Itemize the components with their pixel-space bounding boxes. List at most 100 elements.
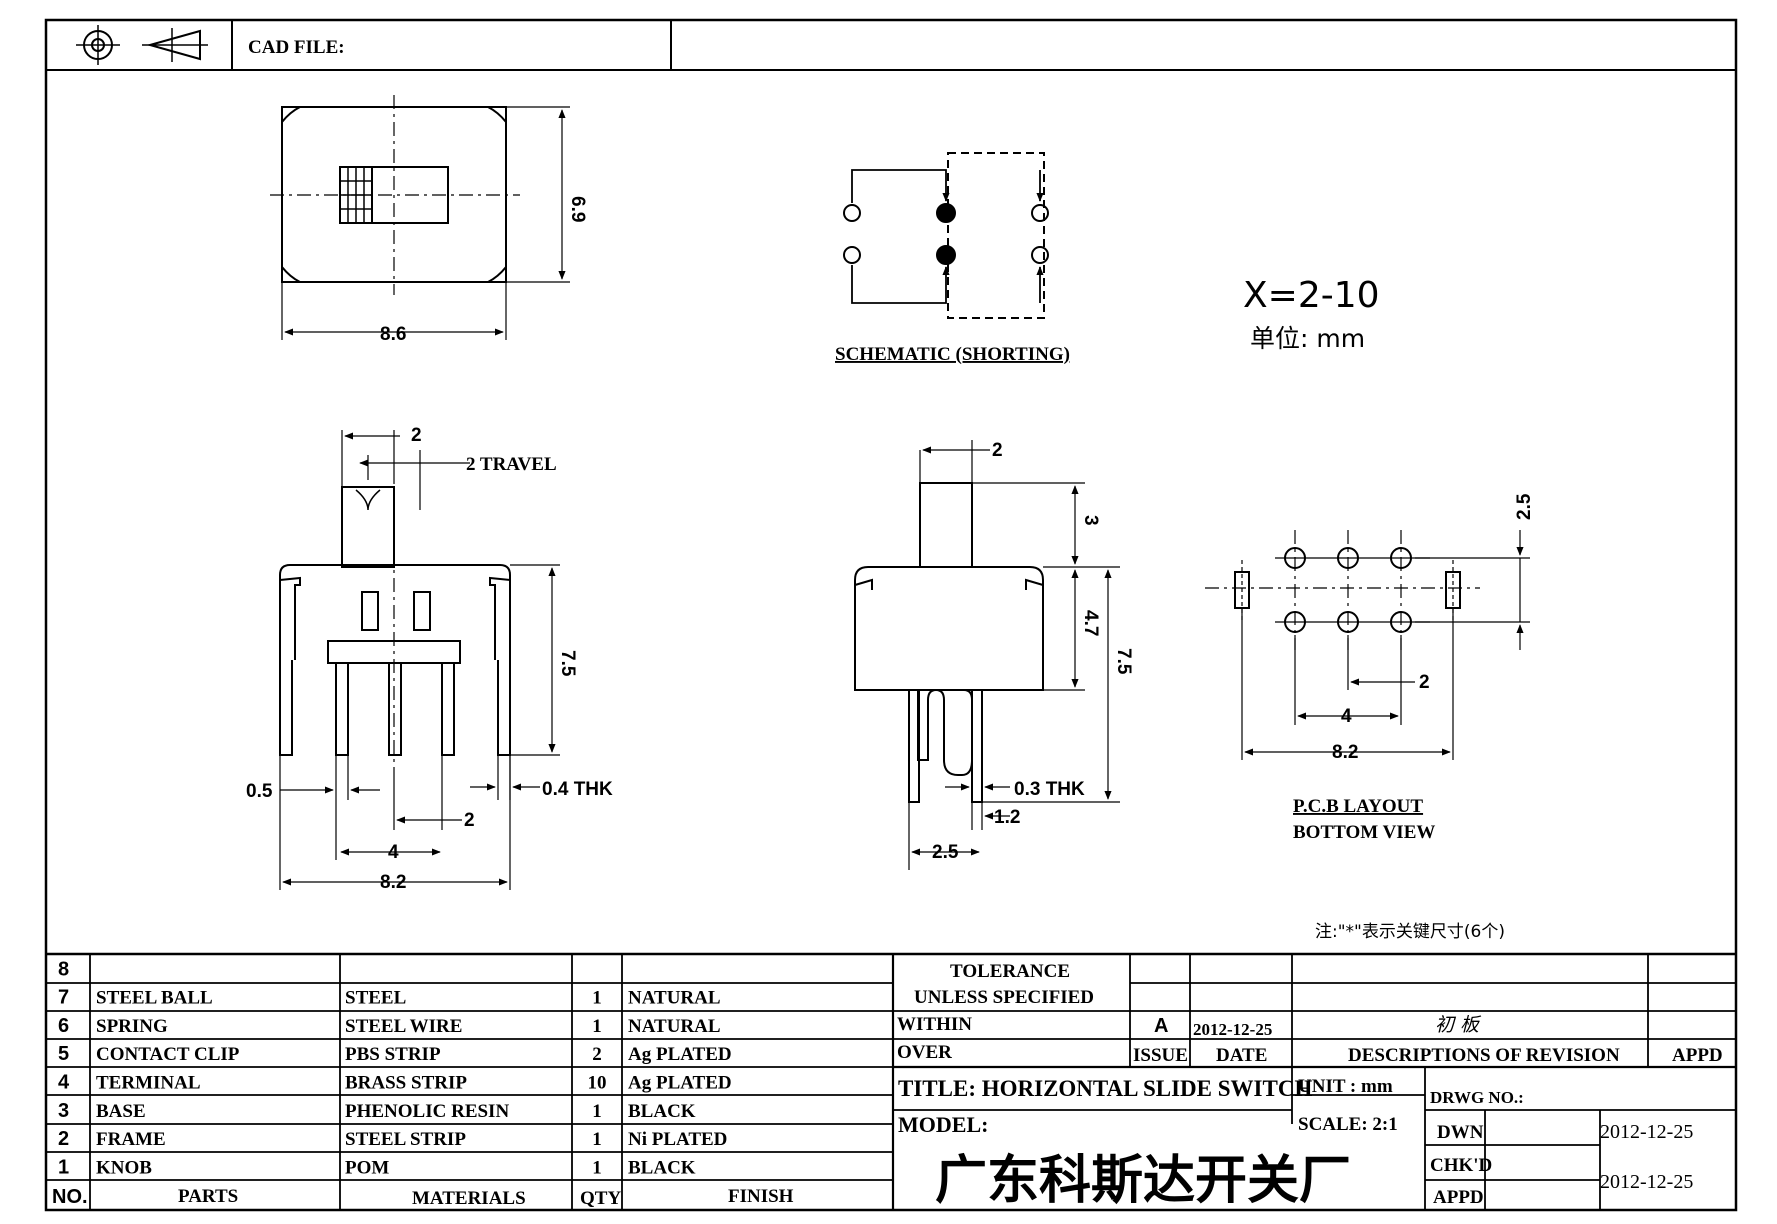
bom-cell-finish: NATURAL (628, 1016, 721, 1037)
dim-top-width: 8.6 (380, 324, 406, 345)
bom-cell-material: POM (345, 1157, 389, 1178)
dim-knob-width: 2 (411, 425, 422, 446)
bom-cell-material: PBS STRIP (345, 1044, 441, 1065)
revision-description: 初 板 (1435, 1014, 1482, 1036)
model-label: MODEL: (898, 1112, 988, 1137)
dim-thickness-side: 0.3 THK (1014, 779, 1085, 800)
title-block-grid (893, 954, 1736, 1210)
scale-label: SCALE: 2:1 (1298, 1114, 1398, 1135)
bom-cell-finish: BLACK (628, 1101, 696, 1122)
descriptions-label: DESCRIPTIONS OF REVISION (1348, 1045, 1620, 1066)
pcb-title: P.C.B LAYOUT (1293, 796, 1423, 817)
dim-pin-span: 4 (388, 842, 399, 863)
bom-header-row: NO. PARTS MATERIALS QTY FINISH (52, 1186, 794, 1209)
key-dimension-note: 注:"*"表示关键尺寸(6个) (1315, 922, 1505, 942)
date-label: DATE (1216, 1045, 1267, 1066)
bom-cell-part: FRAME (96, 1129, 166, 1150)
bom-cell-no: 5 (58, 1043, 69, 1065)
sheet-border (46, 20, 1736, 1210)
dim-pcb-pitch: 2 (1419, 672, 1430, 693)
bom-cell-qty: 1 (592, 1129, 602, 1150)
front-view (280, 430, 560, 890)
dim-travel: 2 TRAVEL (466, 454, 557, 475)
bom-cell-material: STEEL STRIP (345, 1129, 466, 1150)
bom-cell-part: STEEL BALL (96, 988, 213, 1009)
bom-cell-material: STEEL WIRE (345, 1016, 462, 1037)
bom-cell-no: 2 (58, 1128, 69, 1150)
bom-grid (46, 954, 1736, 1210)
bom-header-no: NO. (52, 1186, 88, 1208)
bom-cell-qty: 2 (592, 1044, 602, 1065)
unit-label: UNIT : mm (1298, 1076, 1393, 1097)
appd-row-label: APPD (1433, 1187, 1484, 1208)
bom-cell-part: SPRING (96, 1016, 168, 1037)
dim-front-width: 8.2 (380, 872, 406, 893)
range-note: X=2-10 (1243, 275, 1380, 316)
pcb-subtitle: BOTTOM VIEW (1293, 822, 1435, 843)
bom-cell-qty: 1 (592, 1157, 602, 1178)
dim-top-height: 6.9 (567, 196, 588, 222)
bom-cell-part: KNOB (96, 1157, 152, 1178)
drawing-title: TITLE: HORIZONTAL SLIDE SWITCH (898, 1076, 1312, 1101)
dim-side-height: 7.5 (1113, 648, 1134, 675)
bom-cell-part: BASE (96, 1101, 146, 1122)
bom-cell-part: CONTACT CLIP (96, 1044, 240, 1065)
dim-pcb-row: 2.5 (1514, 493, 1535, 520)
projection-cone-icon (142, 28, 208, 62)
dim-side-offset: 1.2 (994, 807, 1020, 828)
bom-header-finish: FINISH (728, 1186, 794, 1207)
within-label: WITHIN (897, 1014, 972, 1035)
dim-pin-pitch: 2 (464, 810, 475, 831)
dim-side-width: 2.5 (932, 842, 959, 863)
bom-header-qty: QTY (580, 1188, 621, 1209)
tolerance-label: TOLERANCE (950, 961, 1070, 982)
bom-cell-finish: NATURAL (628, 988, 721, 1009)
unit-note: 单位: mm (1250, 324, 1365, 353)
dim-thickness-front: 0.4 THK (542, 779, 613, 800)
bom-cell-qty: 1 (592, 1016, 602, 1037)
bom-cell-qty: 1 (592, 1101, 602, 1122)
bom-cell-material: BRASS STRIP (345, 1073, 467, 1094)
bom-cell-qty: 10 (588, 1073, 607, 1094)
bom-cell-material: PHENOLIC RESIN (345, 1101, 509, 1122)
dim-front-height: 7.5 (557, 650, 578, 677)
header-block: CAD FILE: (46, 20, 1736, 70)
schematic (844, 153, 1048, 318)
bom-cell-no: 1 (58, 1156, 69, 1178)
top-view (270, 95, 570, 340)
bom-cell-qty: 1 (592, 988, 602, 1009)
company-name: 广东科斯达开关厂 (935, 1151, 1351, 1211)
bom-cell-no: 8 (58, 958, 69, 980)
appd-column-label: APPD (1672, 1045, 1723, 1066)
dim-body-height: 4.7 (1080, 610, 1101, 636)
drawing-number-label: DRWG NO.: (1430, 1088, 1524, 1107)
bom-cell-finish: BLACK (628, 1157, 696, 1178)
issue-label: ISSUE (1133, 1045, 1188, 1066)
check-date: 2012-12-25 (1600, 1171, 1693, 1193)
bom-cell-material: STEEL (345, 988, 406, 1009)
bom-cell-finish: Ni PLATED (628, 1129, 727, 1150)
cad-file-label: CAD FILE: (248, 37, 345, 58)
dim-side-knob: 2 (992, 440, 1003, 461)
bom-cell-no: 7 (58, 987, 69, 1009)
side-view (855, 440, 1120, 870)
bom-cell-part: TERMINAL (96, 1073, 201, 1094)
schematic-label: SCHEMATIC (SHORTING) (835, 344, 1070, 365)
dwn-label: DWN (1437, 1122, 1484, 1143)
over-label: OVER (897, 1042, 952, 1063)
bom-cell-no: 4 (58, 1072, 70, 1094)
chkd-label: CHK'D (1430, 1155, 1492, 1176)
dim-pin-width: 0.5 (246, 781, 273, 802)
dim-pcb-width: 8.2 (1332, 742, 1358, 763)
revision-date: 2012-12-25 (1193, 1020, 1272, 1039)
pcb-layout (1205, 530, 1530, 760)
bom-header-parts: PARTS (178, 1186, 238, 1207)
tolerance-specified: UNLESS SPECIFIED (914, 987, 1094, 1008)
bom-cell-no: 6 (58, 1015, 69, 1037)
dwn-date: 2012-12-25 (1600, 1121, 1693, 1143)
dim-knob-height: 3 (1080, 515, 1101, 526)
bom-cell-finish: Ag PLATED (628, 1073, 732, 1094)
bom-cell-finish: Ag PLATED (628, 1044, 732, 1065)
